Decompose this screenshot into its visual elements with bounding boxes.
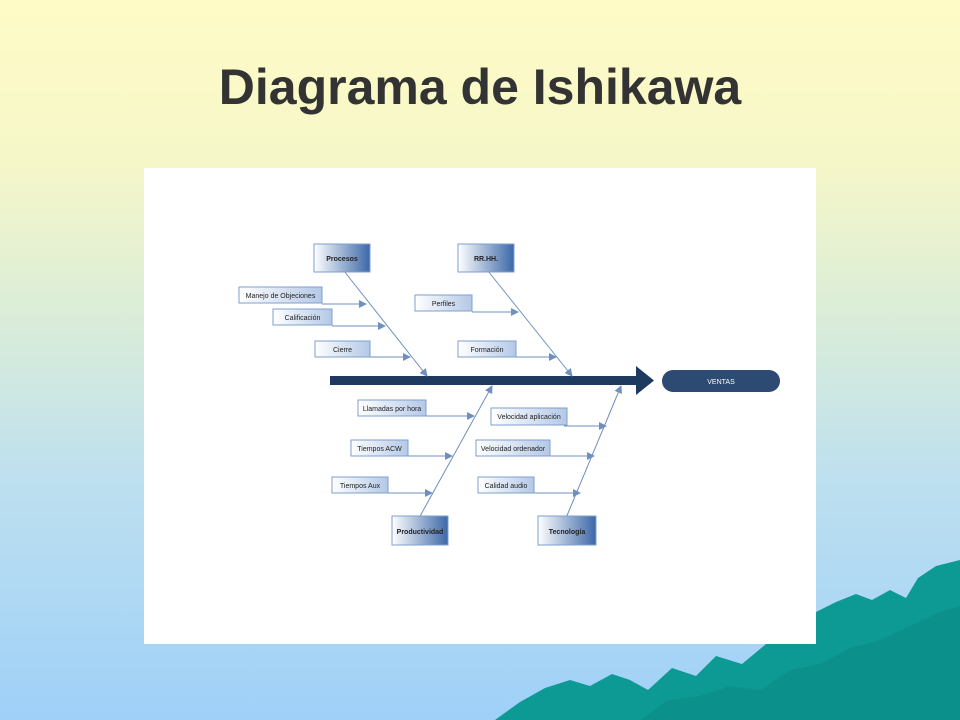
category-label: Procesos — [326, 256, 358, 263]
effect-box[interactable]: VENTAS — [662, 370, 780, 392]
cause-box[interactable]: Llamadas por hora — [357, 399, 427, 417]
category-tecnologia[interactable]: Tecnología — [537, 515, 597, 546]
cause-label: Formación — [470, 347, 503, 354]
cause-label: Perfiles — [432, 301, 456, 308]
cause-box[interactable]: Velocidad aplicación — [490, 407, 568, 426]
category-productividad[interactable]: Productividad — [391, 515, 449, 546]
bone-rrhh — [487, 270, 573, 377]
cause-box[interactable]: Calidad audio — [477, 476, 535, 494]
bone-procesos — [343, 270, 428, 377]
cause-label: Velocidad ordenador — [481, 446, 546, 453]
category-label: Tecnología — [549, 529, 586, 536]
diagram-panel: VENTAS Procesos RR.HH. Productividad — [144, 168, 816, 644]
cause-label: Manejo de Objeciones — [246, 293, 316, 300]
spine-arrowhead — [636, 366, 654, 395]
category-label: RR.HH. — [474, 256, 498, 263]
ishikawa-diagram: VENTAS Procesos RR.HH. Productividad — [238, 243, 780, 546]
category-rrhh[interactable]: RR.HH. — [457, 243, 515, 273]
cause-label: Llamadas por hora — [363, 406, 421, 413]
spine — [330, 376, 636, 385]
cause-label: Calidad audio — [485, 483, 528, 490]
slide-title: Diagrama de Ishikawa — [218, 59, 742, 115]
bone-tecnologia — [565, 385, 622, 519]
category-label: Productividad — [397, 529, 444, 536]
cause-box[interactable]: Perfiles — [414, 294, 473, 312]
cause-box[interactable]: Cierre — [314, 340, 371, 358]
category-procesos[interactable]: Procesos — [313, 243, 371, 273]
cause-label: Velocidad aplicación — [497, 414, 561, 421]
cause-label: Tiempos ACW — [357, 446, 402, 453]
cause-label: Tiempos Aux — [340, 483, 381, 490]
cause-box[interactable]: Formación — [457, 340, 517, 358]
cause-label: Cierre — [333, 347, 352, 354]
effect-label: VENTAS — [707, 379, 735, 386]
cause-box[interactable]: Calificación — [272, 308, 333, 326]
cause-box[interactable]: Velocidad ordenador — [475, 439, 551, 457]
cause-label: Calificación — [285, 315, 321, 322]
cause-box[interactable]: Tiempos ACW — [350, 439, 409, 457]
cause-box[interactable]: Manejo de Objeciones — [238, 286, 323, 304]
cause-box[interactable]: Tiempos Aux — [331, 476, 389, 494]
